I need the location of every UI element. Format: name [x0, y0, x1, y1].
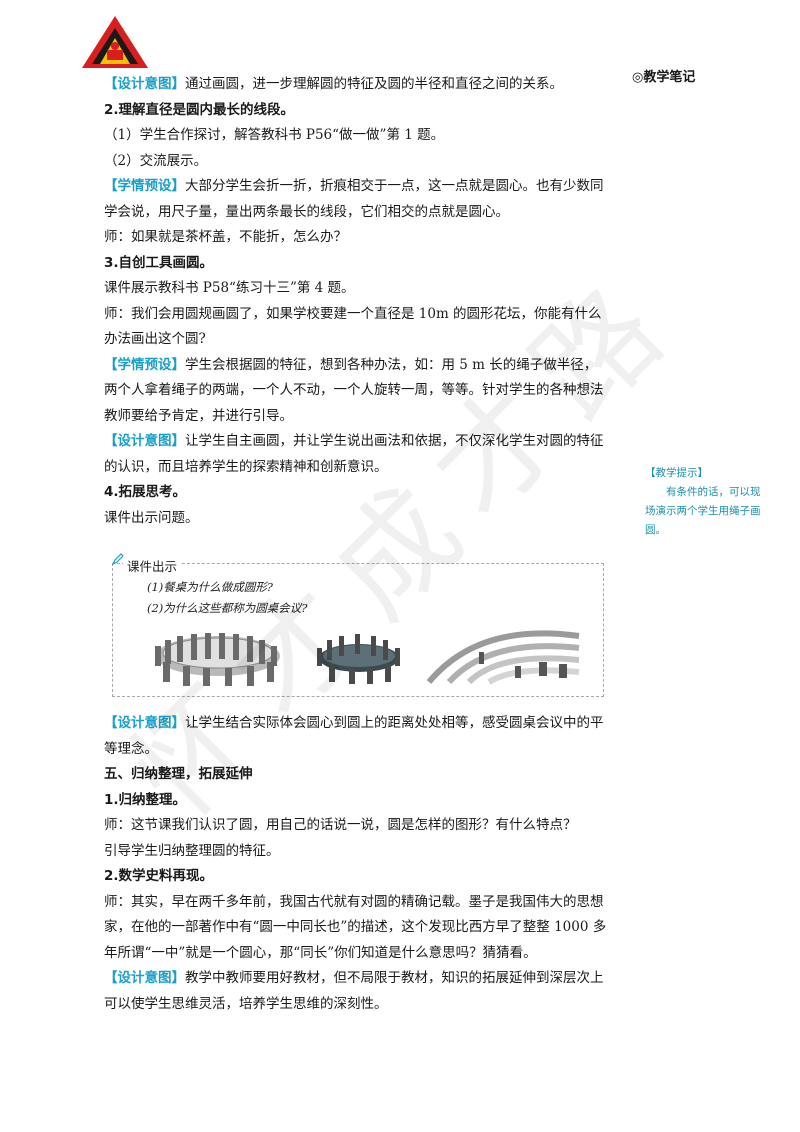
paragraph: 【设计意图】通过画圆，进一步理解圆的特征及圆的半径和直径之间的关系。	[104, 72, 610, 98]
paragraph-text: 引导学生归纳整理圆的特征。	[104, 842, 280, 859]
section-heading: 五、归纳整理，拓展延伸	[104, 762, 610, 788]
teaching-notes-header: ◎教学笔记	[632, 70, 696, 85]
paragraph: 【设计意图】教学中教师要用好教材，但不局限于教材，知识的拓展延伸到深层次上可以使…	[104, 966, 610, 1017]
teaching-tip-body: 有条件的话，可以现场演示两个学生用绳子画圆。	[645, 486, 761, 536]
paragraph-text: 3.自创工具画圆。	[104, 254, 214, 271]
paragraph-text: 通过画圆，进一步理解圆的特征及圆的半径和直径之间的关系。	[185, 76, 563, 92]
paragraph: 【设计意图】让学生自主画圆，并让学生说出画法和依据，不仅深化学生对圆的特征的认识…	[104, 429, 610, 480]
annotation-tag: 【设计意图】	[104, 76, 185, 92]
paragraph-text: 让学生自主画圆，并让学生说出画法和依据，不仅深化学生对圆的特征的认识，而且培养学…	[104, 433, 604, 475]
courseware-question-1: (1)餐桌为什么做成圆形?	[147, 580, 273, 594]
paragraph-text: （2）交流展示。	[104, 152, 208, 169]
paragraph: 课件展示教科书 P58“练习十三”第 4 题。	[104, 276, 610, 302]
section-heading: 2.数学史料再现。	[104, 864, 610, 890]
courseware-question-2: (2)为什么这些都称为圆桌会议?	[147, 601, 308, 615]
oval-table-meeting-image	[317, 634, 400, 684]
annotation-tag: 【设计意图】	[104, 970, 185, 986]
paragraph: 师：其实，早在两千多年前，我国古代就有对圆的精确记载。墨子是我国伟大的思想家，在…	[104, 890, 610, 967]
paragraph-text: 4.拓展思考。	[104, 484, 187, 500]
main-content-bottom: 【设计意图】让学生结合实际体会圆心到圆上的距离处处相等，感受圆桌会议中的平等理念…	[104, 711, 610, 1017]
paragraph-text: 1.归纳整理。	[104, 791, 187, 808]
section-heading: 3.自创工具画圆。	[104, 251, 610, 277]
paragraph: 【学情预设】大部分学生会折一折，折痕相交于一点，这一点就是圆心。也有少数同学会说…	[104, 174, 610, 225]
paragraph-text: 2.数学史料再现。	[104, 868, 214, 884]
teaching-tip: 【教学提示】 有条件的话，可以现场演示两个学生用绳子画圆。	[645, 464, 765, 540]
paragraph: （2）交流展示。	[104, 149, 610, 175]
paragraph: 引导学生归纳整理圆的特征。	[104, 839, 610, 865]
paragraph-text: 师：这节课我们认识了圆，用自己的话说一说，圆是怎样的图形？有什么特点？	[104, 817, 577, 833]
annotation-tag: 【学情预设】	[104, 178, 185, 194]
paragraph-text: 师：如果就是茶杯盖，不能折，怎么办？	[104, 229, 347, 245]
paragraph-text: 五、归纳整理，拓展延伸	[104, 766, 253, 782]
paragraph-text: 课件展示教科书 P58“练习十三”第 4 题。	[104, 280, 355, 296]
paragraph-text: 学生会根据圆的特征，想到各种办法，如：用 5 m 长的绳子做半径，两个人拿着绳子…	[104, 356, 604, 424]
section-heading: 1.归纳整理。	[104, 788, 610, 814]
paragraph-text: 师：其实，早在两千多年前，我国古代就有对圆的精确记载。墨子是我国伟大的思想家，在…	[104, 893, 607, 961]
courseware-box: 课件出示 (1)餐桌为什么做成圆形? (2)为什么这些都称为圆桌会议?	[111, 553, 604, 697]
paragraph: （1）学生合作探讨，解答教科书 P56“做一做”第 1 题。	[104, 123, 610, 149]
annotation-tag: 【设计意图】	[104, 433, 185, 449]
paragraph: 【学情预设】学生会根据圆的特征，想到各种办法，如：用 5 m 长的绳子做半径，两…	[104, 353, 610, 430]
paragraph: 【设计意图】让学生结合实际体会圆心到圆上的距离处处相等，感受圆桌会议中的平等理念…	[104, 711, 610, 762]
paragraph: 师：我们会用圆规画圆了，如果学校要建一个直径是 10m 的圆形花坛，你能有什么办…	[104, 302, 610, 353]
teaching-tip-title: 【教学提示】	[645, 467, 708, 479]
paragraph-text: 2.理解直径是圆内最长的线段。	[104, 101, 295, 118]
school-logo	[82, 16, 148, 68]
section-heading: 2.理解直径是圆内最长的线段。	[104, 98, 610, 124]
paragraph: 师：如果就是茶杯盖，不能折，怎么办？	[104, 225, 610, 251]
pencil-icon	[111, 553, 124, 566]
round-table-meeting-image	[155, 633, 280, 686]
paragraph: 课件出示问题。	[104, 506, 610, 532]
paragraph-text: 让学生结合实际体会圆心到圆上的距离处处相等，感受圆桌会议中的平等理念。	[104, 715, 604, 757]
paragraph-text: 课件出示问题。	[104, 509, 199, 526]
main-content-top: 【设计意图】通过画圆，进一步理解圆的特征及圆的半径和直径之间的关系。2.理解直径…	[104, 72, 610, 531]
paragraph-text: 大部分学生会折一折，折痕相交于一点，这一点就是圆心。也有少数同学会说，用尺子量，…	[104, 178, 604, 220]
paragraph-text: 教学中教师要用好教材，但不局限于教材，知识的拓展延伸到深层次上可以使学生思维灵活…	[104, 970, 604, 1012]
curved-rows-meeting-image	[426, 630, 580, 685]
courseware-label: 课件出示	[123, 556, 182, 575]
section-heading: 4.拓展思考。	[104, 480, 610, 506]
annotation-tag: 【学情预设】	[104, 356, 185, 373]
paragraph-text: 师：我们会用圆规画圆了，如果学校要建一个直径是 10m 的圆形花坛，你能有什么办…	[104, 305, 602, 348]
paragraph: 师：这节课我们认识了圆，用自己的话说一说，圆是怎样的图形？有什么特点？	[104, 813, 610, 839]
paragraph-text: （1）学生合作探讨，解答教科书 P56“做一做”第 1 题。	[104, 127, 445, 143]
annotation-tag: 【设计意图】	[104, 715, 185, 731]
